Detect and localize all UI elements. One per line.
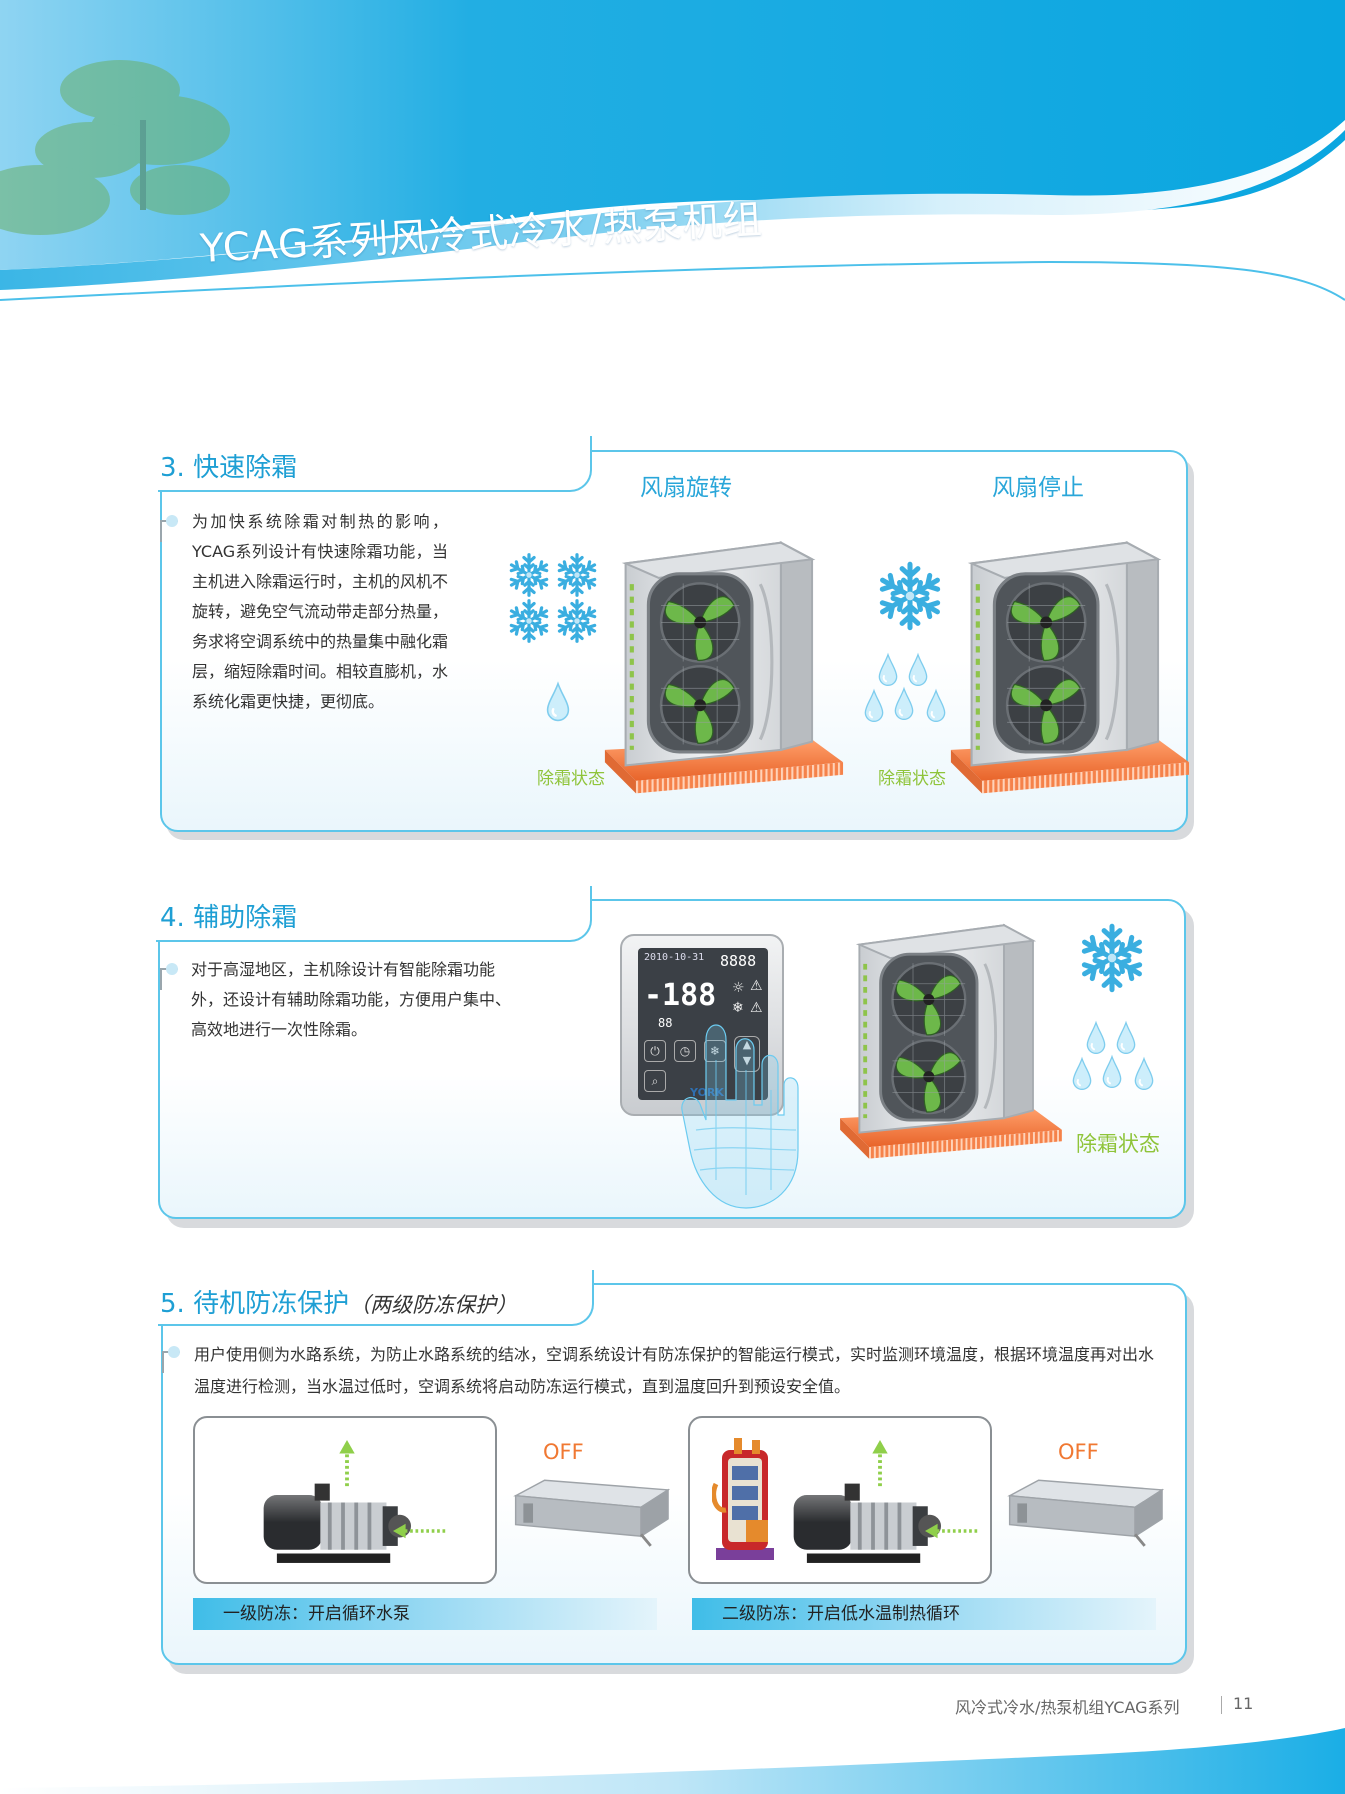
section-5-subtitle: （两级防冻保护） (349, 1293, 518, 1317)
controller-date: 2010-10-31 (644, 952, 705, 963)
panel-1-caption: 一级防冻：开启循环水泵 (193, 1598, 657, 1630)
controller-screen: 2010-10-31 8888 -188 88 ☼ ⚠ ❄ ⚠ ⏻ ◷ ❄ ▲▼… (638, 948, 768, 1100)
defrost-state-label-aux: 除霜状态 (1076, 1132, 1160, 1156)
section-3-tab (158, 436, 592, 492)
fan-coil-duct-1 (514, 1478, 670, 1548)
footer-divider (1221, 1696, 1222, 1714)
section-5-title: 5. 待机防冻保护（两级防冻保护） (160, 1283, 517, 1320)
fan-rotating-label: 风扇旋转 (640, 475, 732, 501)
alarm-icon: ⚠ (750, 1000, 763, 1016)
section-5-body: 用户使用侧为水路系统，为防止水路系统的结冰，空调系统设计有防冻保护的智能运行模式… (194, 1345, 1155, 1396)
defrost-state-label-2: 除霜状态 (878, 769, 946, 789)
search-key-icon: ⌕ (644, 1070, 666, 1092)
footer-product-name: 风冷式冷水/热泵机组YCAG系列 (955, 1698, 1180, 1717)
page-number: 11 (1233, 1694, 1254, 1713)
frost-crystals-icon (506, 552, 606, 652)
off-label-1: OFF (543, 1440, 584, 1464)
section-5-title-main: 5. 待机防冻保护 (160, 1289, 350, 1319)
compressor-cutaway (712, 1438, 774, 1560)
warning-icon: ⚠ (750, 978, 763, 994)
controller-small-digits: 88 (658, 1016, 673, 1030)
defrost-state-label-1: 除霜状态 (537, 769, 605, 789)
sun-icon: ☼ (732, 980, 745, 996)
snowflake-icon-aux (1076, 922, 1148, 994)
footer-wave (0, 1728, 1345, 1794)
section-3-body: 为加快系统除霜对制热的影响，YCAG系列设计有快速除霜功能，当主机进入除霜运行时… (192, 512, 449, 711)
fan-stopped-label: 风扇停止 (992, 475, 1084, 501)
section-4-bracket (160, 963, 178, 990)
outdoor-unit-fan-rotating (604, 522, 844, 812)
controller-right-digits: 8888 (720, 952, 757, 970)
arrow-left-icon-1 (392, 1522, 448, 1540)
arrow-left-icon-2 (924, 1522, 980, 1540)
section-5-bracket (162, 1346, 180, 1373)
snow-mode-icon: ❄ (732, 1000, 744, 1016)
tree-silhouette (0, 60, 230, 235)
clock-key-icon: ◷ (674, 1040, 696, 1062)
header-banner (0, 0, 1345, 301)
arrow-up-icon-2 (870, 1440, 890, 1488)
section-3-bracket (160, 515, 178, 542)
section-3-title: 3. 快速除霜 (160, 453, 298, 483)
section-5-tab (158, 1270, 594, 1326)
water-drop-icon (546, 682, 570, 722)
panel-2-caption: 二级防冻：开启低水温制热循环 (692, 1598, 1156, 1630)
controller-main-digits: -188 (644, 978, 717, 1013)
water-drops-icon (864, 653, 946, 723)
power-key-icon: ⏻ (644, 1040, 666, 1062)
fan-coil-duct-2 (1008, 1478, 1164, 1548)
off-label-2: OFF (1058, 1440, 1099, 1464)
water-drops-icon-aux (1072, 1021, 1154, 1091)
snowflake-icon (874, 560, 946, 632)
touch-controller: 2010-10-31 8888 -188 88 ☼ ⚠ ❄ ⚠ ⏻ ◷ ❄ ▲▼… (620, 934, 784, 1116)
updown-key-icon: ▲▼ (734, 1036, 760, 1072)
hand-touch-icon (681, 1024, 799, 1209)
section-4-title: 4. 辅助除霜 (160, 903, 298, 933)
outdoor-unit-aux-defrost (828, 906, 1074, 1176)
section-4-tab (156, 886, 592, 942)
arrow-up-icon-1 (337, 1440, 357, 1488)
outdoor-unit-fan-stopped (950, 522, 1190, 812)
section-4-body: 对于高湿地区，主机除设计有智能除霜功能外，还设计有辅助除霜功能，方便用户集中、高… (191, 960, 512, 1039)
